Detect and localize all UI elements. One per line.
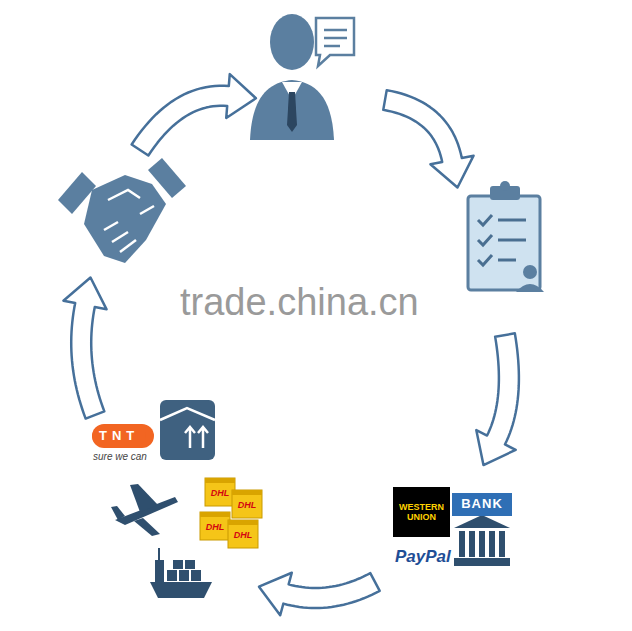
- dhl-box: [205, 478, 235, 506]
- bank-building: [454, 515, 510, 528]
- dhl-box: [200, 512, 230, 540]
- bank-logo: BANK: [452, 493, 512, 516]
- handshake-icon: [84, 175, 166, 263]
- bank-building: [454, 515, 510, 566]
- package-icon: [185, 427, 208, 448]
- speech-bubble: [324, 30, 347, 46]
- handshake-icon: [112, 232, 128, 242]
- cycle-arrow: [259, 573, 380, 615]
- dhl-box: [232, 490, 262, 518]
- dhl-box: [205, 478, 235, 483]
- person-icon: [250, 80, 334, 140]
- dhl-box: [228, 520, 258, 548]
- ship-icon: [155, 560, 164, 582]
- watermark: trade.china.cn: [180, 282, 419, 324]
- ship-icon: [185, 560, 195, 569]
- bank-building: [489, 531, 495, 557]
- clipboard-icon: [468, 181, 544, 292]
- airplane-icon: [111, 506, 125, 520]
- dhl-mark: DHL: [211, 489, 230, 499]
- dhl-box: [228, 520, 258, 525]
- handshake-icon: [120, 240, 136, 252]
- bank-building: [499, 531, 505, 557]
- dhl-box: [232, 490, 262, 495]
- dhl-mark: DHL: [238, 501, 257, 511]
- ship-icon: [150, 582, 212, 598]
- bank-building: [479, 531, 485, 557]
- clipboard-icon: [498, 259, 516, 262]
- clipboard-icon: [478, 215, 526, 265]
- dhl-mark: DHL: [206, 523, 225, 533]
- clipboard-icon: [478, 255, 492, 265]
- bank-building: [459, 531, 465, 557]
- dhl-box: [205, 478, 235, 506]
- clipboard-icon: [500, 181, 510, 191]
- airplane-icon: [111, 484, 178, 536]
- airplane-icon: [130, 484, 158, 512]
- clipboard-icon: [478, 215, 492, 225]
- clipboard-icon: [523, 265, 537, 279]
- dhl-box: [200, 478, 262, 548]
- speech-bubble: [316, 18, 354, 66]
- clipboard-icon: [468, 196, 540, 290]
- logo-text: WESTERN UNION: [397, 502, 446, 523]
- cycle-arrow: [132, 74, 256, 155]
- cycle-arrow: [383, 90, 473, 187]
- clipboard-icon: [516, 284, 544, 292]
- handshake-icon: [104, 190, 154, 252]
- bank-building: [469, 531, 475, 557]
- tnt-logo: [92, 424, 154, 448]
- person-icon: [287, 92, 297, 132]
- handshake-icon: [104, 222, 118, 230]
- slogan: sure we can: [93, 451, 147, 462]
- ship-icon: [173, 560, 183, 569]
- tnt-logo-text: TNT: [92, 426, 146, 446]
- logo-text: BANK: [461, 497, 503, 512]
- dhl-box: [228, 520, 258, 548]
- cycle-arrow: [63, 278, 106, 419]
- ship-icon: [158, 548, 160, 560]
- handshake-icon: [108, 190, 140, 200]
- ship-icon: [191, 570, 201, 581]
- ship-icon: [150, 548, 212, 598]
- airplane-icon: [134, 518, 160, 536]
- package-icon: [160, 400, 215, 460]
- cycle-arrow: [63, 74, 518, 615]
- tnt-logo: [92, 424, 154, 448]
- ship-icon: [179, 570, 189, 581]
- handshake-icon: [140, 206, 154, 214]
- bank-building: [454, 558, 510, 566]
- person-icon: [270, 14, 314, 70]
- speech-bubble: [316, 18, 354, 66]
- ship-icon: [167, 570, 177, 581]
- dhl-box: [232, 490, 262, 518]
- dhl-box: [200, 512, 230, 540]
- paypal-logo: PayPal: [395, 548, 451, 567]
- dhl-mark: DHL: [234, 531, 253, 541]
- cycle-arrow: [476, 333, 519, 465]
- package-icon: [160, 400, 215, 460]
- handshake-icon: [58, 158, 186, 263]
- clipboard-icon: [498, 239, 526, 242]
- clipboard-icon: [478, 235, 492, 245]
- package-icon: [160, 408, 215, 420]
- western-union-logo: WESTERN UNION: [393, 487, 450, 537]
- dhl-box: [200, 512, 230, 517]
- clipboard-icon: [498, 219, 526, 222]
